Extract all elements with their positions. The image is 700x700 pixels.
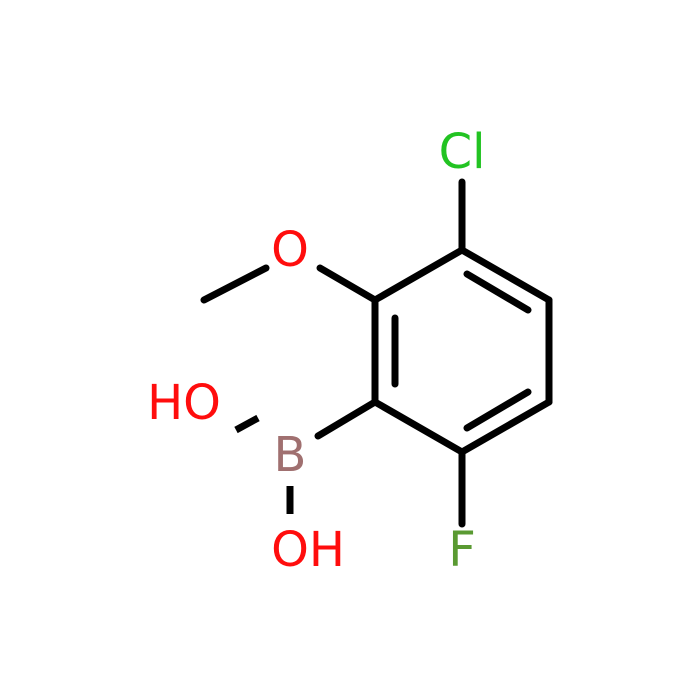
atom-boron-label: B: [274, 427, 307, 483]
bond-c6-boron: [314, 398, 379, 440]
atom-chlorine-label: Cl: [439, 124, 486, 180]
atom-hydroxyl-top-label: HO: [147, 375, 221, 431]
ring-bond-c1-c2: [371, 246, 466, 304]
bond-c1-oxygen: [316, 264, 379, 304]
bond-boron-hydroxyl-top: [234, 414, 260, 434]
atom-hydroxyl-bottom-label: OH: [271, 522, 345, 578]
ring-double-bond-inner-bottom-right: [463, 388, 532, 432]
ring-bond-c4-c5: [458, 398, 553, 456]
ring-double-bond-inner-top-right: [463, 270, 532, 314]
ring-bond-c5-c6: [371, 398, 466, 456]
atom-fluorine-label: F: [448, 522, 476, 578]
bond-oxygen-methyl: [200, 264, 270, 304]
ring-bond-c2-c3: [458, 246, 553, 304]
atom-oxygen-methoxy-label: O: [271, 222, 309, 278]
